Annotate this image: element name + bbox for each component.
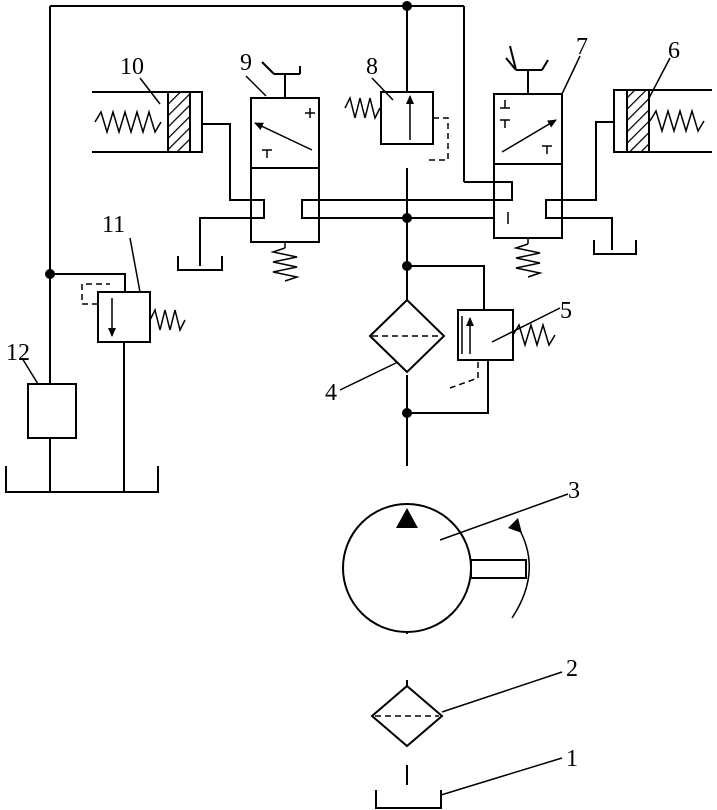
- return-tank: [5, 466, 159, 493]
- left-cylinder-10: 10: [92, 54, 203, 153]
- label-pump: 3: [568, 478, 580, 504]
- bypass-valve-5: 5: [407, 265, 572, 414]
- pump-3: 3: [342, 478, 580, 633]
- return-valve-11: 11: [50, 212, 186, 492]
- label-return-element: 12: [6, 340, 30, 366]
- suction-filter-2: 2: [370, 656, 578, 748]
- right-cylinder-6: 6: [613, 38, 712, 153]
- pressure-filter-4: 4: [325, 298, 446, 406]
- label-left-valve: 9: [240, 50, 252, 76]
- left-valve-9: 9: [177, 50, 320, 282]
- label-tank: 1: [566, 746, 578, 772]
- relief-valve-8: 8: [344, 54, 449, 161]
- label-left-cylinder: 10: [120, 54, 144, 80]
- label-right-valve: 7: [576, 34, 588, 60]
- label-right-cylinder: 6: [668, 38, 680, 64]
- label-return-valve: 11: [102, 212, 125, 238]
- label-relief-valve: 8: [366, 54, 378, 80]
- right-valve-7: 7: [493, 34, 637, 278]
- label-suction-filter: 2: [566, 656, 578, 682]
- label-bypass-valve: 5: [560, 298, 572, 324]
- return-element-12: 12: [6, 340, 77, 492]
- tank-1: 1: [375, 746, 578, 809]
- label-pressure-filter: 4: [325, 380, 337, 406]
- junction-dots: [45, 1, 412, 418]
